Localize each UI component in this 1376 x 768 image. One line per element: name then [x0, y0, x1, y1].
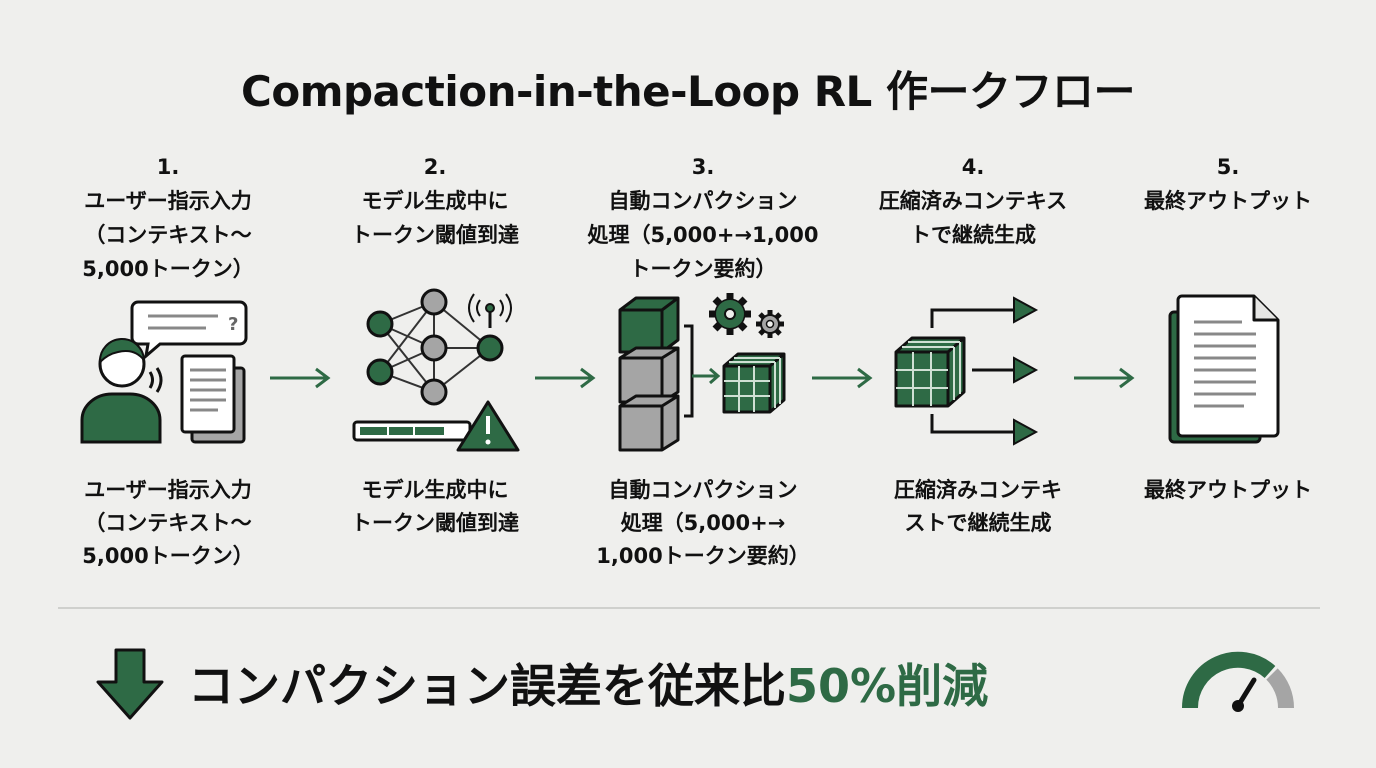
user-with-documents-icon: ? — [80, 300, 248, 444]
step-1-head-line-3: 5,000トークン） — [82, 257, 254, 281]
svg-text:?: ? — [228, 314, 238, 335]
flow-arrow-4 — [1074, 367, 1135, 389]
step-2-head-line-1: モデル生成中に — [361, 189, 509, 213]
step-4-foot-line-2: ストで継続生成 — [904, 511, 1052, 535]
result-text: コンパクション誤差を従来比 — [188, 659, 786, 713]
flow-arrow-1 — [270, 367, 331, 389]
step-3-foot-line-3: 1,000トークン要約） — [596, 544, 810, 568]
step-4-header: 4. 圧縮済みコンテキス トで継続生成 — [853, 150, 1093, 252]
step-3-header: 3. 自動コンパクション 処理（5,000+→1,000 トークン要約） — [583, 150, 823, 286]
neural-network-warning-icon — [352, 288, 520, 452]
step-4-number: 4. — [961, 155, 985, 179]
step-4-head-line-1: 圧縮済みコンテキス — [878, 189, 1068, 213]
diagram-title: Compaction-in-the-Loop RL 作ークフロー — [241, 67, 1135, 116]
step-2-header: 2. モデル生成中に トークン閾値到達 — [315, 150, 555, 252]
step-5-foot-line-1: 最終アウトプット — [1144, 478, 1312, 502]
step-4-footer: 圧縮済みコンテキ ストで継続生成 — [853, 474, 1103, 540]
down-arrow-icon — [96, 648, 164, 720]
step-3-number: 3. — [691, 155, 715, 179]
step-4-foot-line-1: 圧縮済みコンテキ — [894, 478, 1062, 502]
step-3-head-line-2: 処理（5,000+→1,000 — [587, 223, 819, 247]
flow-arrow-3 — [812, 367, 873, 389]
step-1-header: 1. ユーザー指示入力 （コンテキスト〜 5,000トークン） — [48, 150, 288, 286]
step-2-head-line-2: トークン閾値到達 — [351, 223, 519, 247]
step-3-head-line-3: トークン要約） — [629, 257, 777, 281]
step-2-number: 2. — [423, 155, 447, 179]
step-3-foot-line-1: 自動コンパクション — [608, 478, 798, 502]
step-5-head-line-1: 最終アウトプット — [1144, 189, 1312, 213]
step-4-head-line-2: トで継続生成 — [910, 223, 1036, 247]
compressed-cube-branch-icon — [894, 296, 1039, 446]
compaction-blocks-icon — [618, 293, 786, 452]
step-1-footer: ユーザー指示入力 （コンテキスト〜 5,000トークン） — [43, 474, 293, 573]
result-banner: コンパクション誤差を従来比50%削減 — [188, 650, 988, 722]
output-document-icon — [1168, 294, 1280, 444]
step-1-foot-line-2: （コンテキスト〜 — [84, 511, 252, 535]
step-5-header: 5. 最終アウトプット — [1108, 150, 1348, 218]
step-3-head-line-1: 自動コンパクション — [608, 189, 798, 213]
step-1-head-line-2: （コンテキスト〜 — [84, 223, 252, 247]
step-1-foot-line-1: ユーザー指示入力 — [84, 478, 252, 502]
step-3-footer: 自動コンパクション 処理（5,000+→ 1,000トークン要約） — [578, 474, 828, 573]
step-1-foot-line-3: 5,000トークン） — [82, 544, 254, 568]
step-2-foot-line-2: トークン閾値到達 — [351, 511, 519, 535]
gauge-icon — [1181, 651, 1295, 712]
flow-arrow-2 — [535, 367, 596, 389]
step-1-number: 1. — [156, 155, 180, 179]
step-2-foot-line-1: モデル生成中に — [361, 478, 509, 502]
result-highlight: 50%削減 — [786, 659, 989, 713]
step-1-head-line-1: ユーザー指示入力 — [84, 189, 252, 213]
step-5-number: 5. — [1216, 155, 1240, 179]
section-divider — [58, 607, 1320, 609]
step-3-foot-line-2: 処理（5,000+→ — [620, 511, 786, 535]
step-2-footer: モデル生成中に トークン閾値到達 — [310, 474, 560, 540]
step-5-footer: 最終アウトプット — [1103, 474, 1353, 507]
